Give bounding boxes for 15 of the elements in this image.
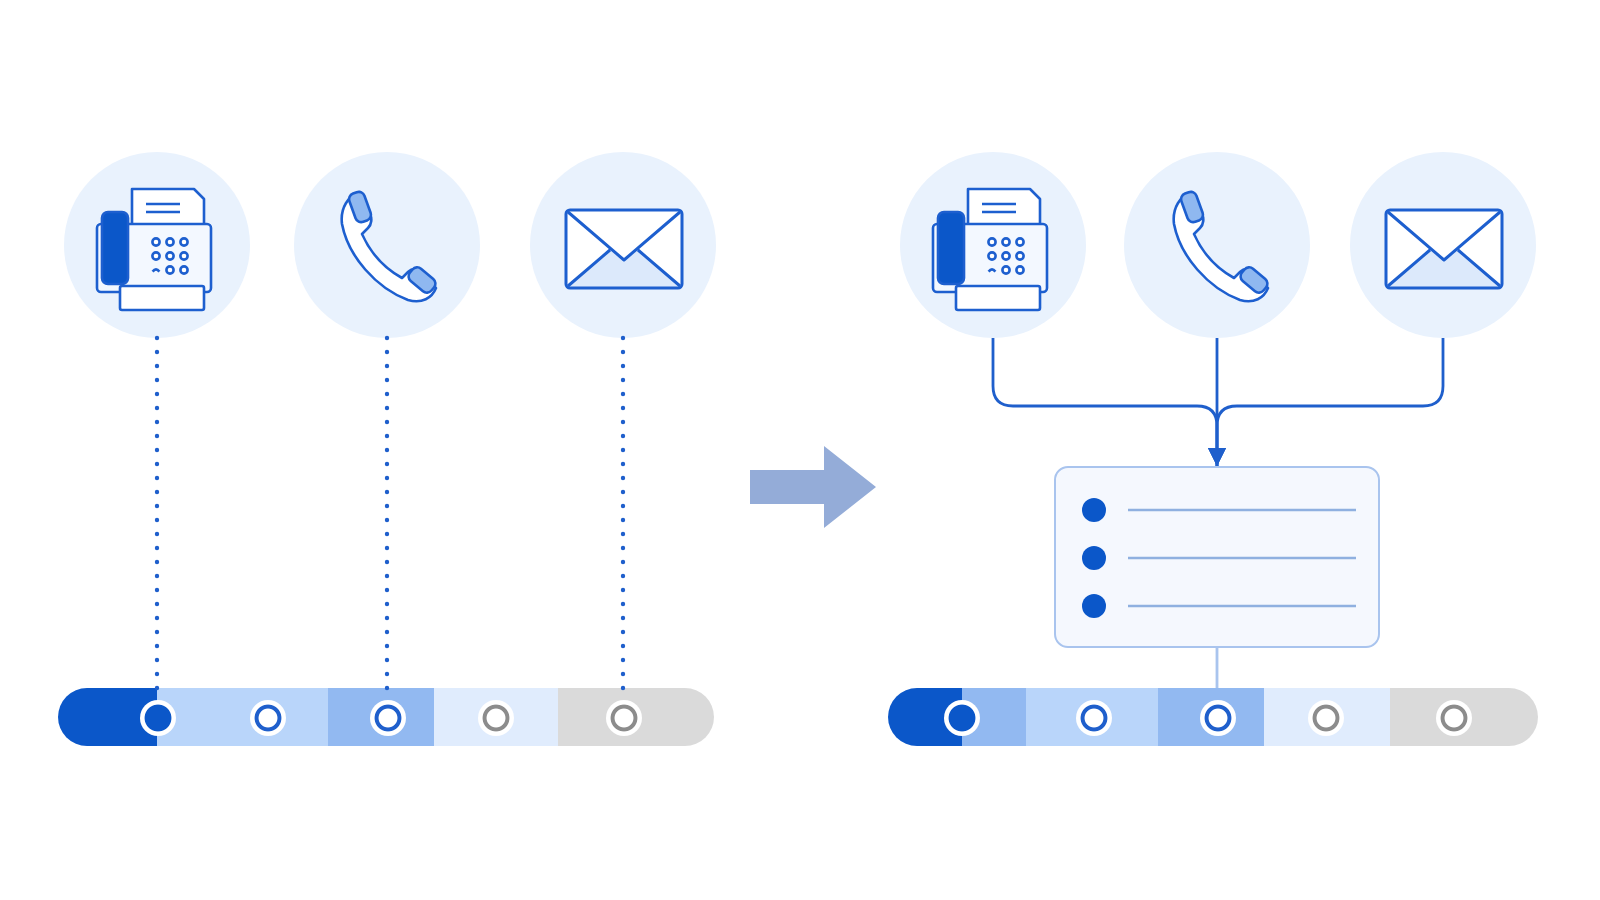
segmented-bar (888, 688, 1538, 746)
bar-marker (1199, 699, 1235, 735)
bar-marker (139, 699, 175, 735)
bar-marker (478, 699, 514, 735)
bar-marker (1076, 699, 1112, 735)
bar-marker (1436, 699, 1472, 735)
list-card (1054, 466, 1380, 648)
arrow (1208, 338, 1445, 466)
connector-line (1215, 648, 1219, 688)
bar-marker (250, 699, 286, 735)
bar-marker (369, 699, 405, 735)
bar-marker (605, 699, 641, 735)
bar-marker (944, 699, 980, 735)
bar-marker (1308, 699, 1344, 735)
segmented-bar (58, 688, 714, 746)
